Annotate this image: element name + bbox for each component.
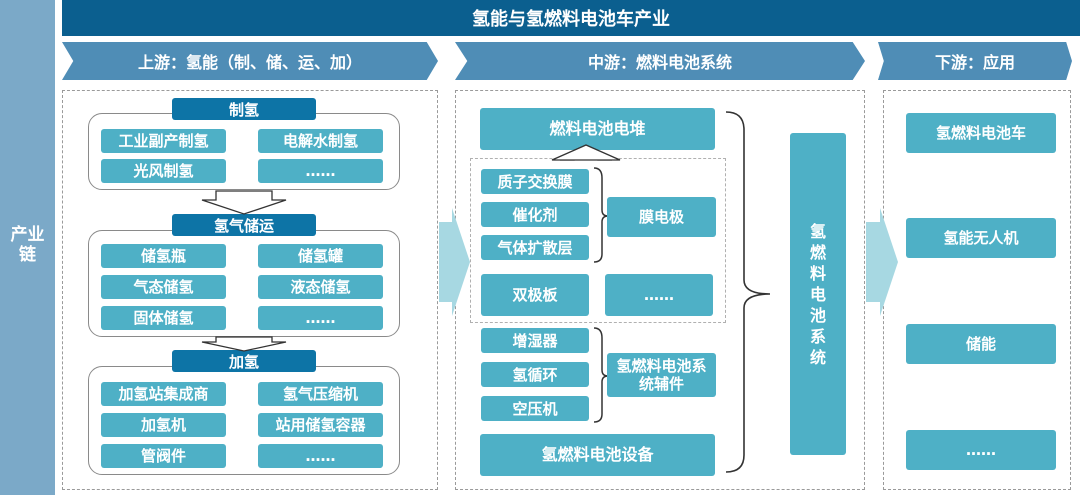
mea-part-3: 气体扩散层: [481, 235, 589, 260]
mea-bracket: [593, 167, 609, 263]
aux-part-2: 氢循环: [481, 362, 589, 387]
refuel-item-6: ……: [258, 444, 383, 468]
arrow-upstream-to-midstream: [439, 208, 470, 316]
refuel-header: 加氢: [172, 350, 316, 372]
app-item-2: 氢能无人机: [906, 218, 1056, 258]
side-label: 产业链: [10, 225, 45, 265]
store-item-6: ……: [258, 306, 383, 330]
aux-box: 氢燃料电池系统辅件: [607, 353, 716, 397]
aux-part-1: 增湿器: [481, 328, 589, 353]
arrow-midstream-to-downstream: [866, 208, 898, 316]
stack-box: 燃料电池电堆: [480, 108, 715, 150]
upstream-panel: [62, 90, 438, 490]
equipment-box: 氢燃料电池设备: [480, 434, 715, 476]
side-bar: 产业链: [0, 0, 55, 495]
mea-box: 膜电极: [607, 197, 716, 237]
produce-item-2: 电解水制氢: [258, 129, 383, 153]
mea-part-2: 催化剂: [481, 202, 589, 227]
section-upstream: 上游：氢能（制、储、运、加）: [62, 42, 438, 80]
down-arrow-2: [201, 336, 287, 352]
produce-item-1: 工业副产制氢: [101, 129, 226, 153]
store-header: 氢气储运: [172, 214, 316, 236]
refuel-item-2: 氢气压缩机: [258, 382, 383, 406]
produce-item-4: ……: [258, 159, 383, 183]
app-item-4: ……: [906, 430, 1056, 470]
refuel-item-5: 管阀件: [101, 444, 226, 468]
refuel-item-1: 加氢站集成商: [101, 382, 226, 406]
store-item-2: 储氢罐: [258, 244, 383, 268]
refuel-item-3: 加氢机: [101, 413, 226, 437]
store-item-1: 储氢瓶: [101, 244, 226, 268]
page-title: 氢能与氢燃料电池车产业: [62, 0, 1080, 36]
system-bracket: [725, 111, 771, 473]
down-arrow-1: [201, 190, 287, 215]
app-item-1: 氢燃料电池车: [906, 113, 1056, 153]
app-item-3: 储能: [906, 324, 1056, 364]
bipolar-box: 双极板: [481, 274, 589, 316]
store-item-4: 液态储氢: [258, 275, 383, 299]
aux-part-3: 空压机: [481, 396, 589, 421]
section-downstream: 下游：应用: [878, 42, 1072, 80]
produce-item-3: 光风制氢: [101, 159, 226, 183]
store-item-3: 气态储氢: [101, 275, 226, 299]
mid-other-box: ……: [605, 274, 713, 316]
system-box: 氢燃料电池系统: [790, 133, 846, 455]
mea-part-1: 质子交换膜: [481, 169, 589, 194]
section-midstream: 中游：燃料电池系统: [455, 42, 865, 80]
refuel-item-4: 站用储氢容器: [258, 413, 383, 437]
store-item-5: 固体储氢: [101, 306, 226, 330]
produce-header: 制氢: [172, 98, 316, 120]
aux-bracket: [593, 327, 609, 423]
